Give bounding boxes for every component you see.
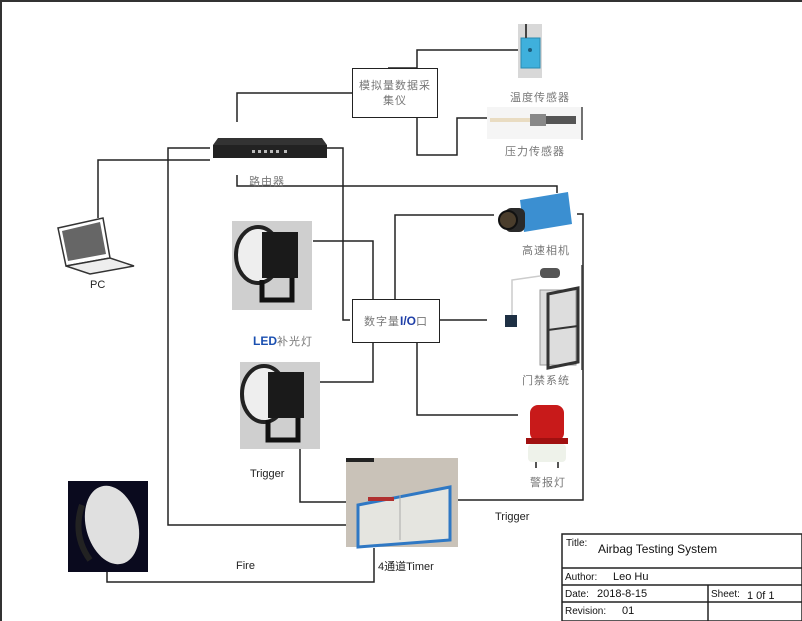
wire-router-timer xyxy=(167,147,346,526)
pc-label: PC xyxy=(90,279,106,291)
pressure-sensor-icon xyxy=(487,107,583,140)
title-block-revision-value: 01 xyxy=(622,605,635,617)
airbag-icon xyxy=(68,481,148,572)
timer-device-icon xyxy=(346,458,458,549)
temp-sensor-label: 温度传感器 xyxy=(510,91,570,104)
trigger-label-left: Trigger xyxy=(250,468,285,480)
wire-router-io xyxy=(327,147,350,321)
camera-label: 高速相机 xyxy=(522,244,570,257)
fire-label: Fire xyxy=(236,560,255,572)
access-control-label: 门禁系统 xyxy=(522,374,570,387)
title-block-frame xyxy=(561,533,802,621)
wire-io-led2 xyxy=(320,341,374,383)
alarm-light-label: 警报灯 xyxy=(530,476,566,489)
alarm-light-icon xyxy=(526,405,568,468)
wire-router-camera xyxy=(236,175,558,193)
wire-camera-timer xyxy=(458,213,584,501)
high-speed-camera-icon xyxy=(498,192,572,232)
wire-io-alarm xyxy=(416,341,518,416)
router-label: 路由器 xyxy=(249,175,285,188)
temp-sensor-icon xyxy=(518,24,542,78)
title-block-revision-label: Revision: xyxy=(565,606,607,617)
title-block-sheet-label: Sheet: xyxy=(711,589,740,600)
router-icon xyxy=(213,138,327,158)
wire-timer-airbag xyxy=(106,548,375,583)
io-label-io: I/O xyxy=(399,314,416,328)
timer-label-prefix: 4通道 xyxy=(378,561,407,573)
wire-led2-timer xyxy=(299,448,346,503)
led-label-suffix: 补光灯 xyxy=(277,335,313,348)
title-block-date-label: Date: xyxy=(565,589,589,600)
wire-led1-io xyxy=(313,240,374,299)
timer-label-suffix: Timer xyxy=(406,561,434,573)
pressure-sensor-label: 压力传感器 xyxy=(505,145,565,158)
title-block-author-value: Leo Hu xyxy=(613,571,649,583)
analog-daq-box: 模拟量数据采 集仪 xyxy=(352,68,438,118)
title-block-sheet-value: 1 0f 1 xyxy=(747,590,775,602)
led-light-label: LED补光灯 xyxy=(253,333,313,349)
led-light-icon xyxy=(232,221,312,310)
analog-daq-label-2: 集仪 xyxy=(383,94,407,107)
title-block-date-value: 2018-8-15 xyxy=(597,588,648,600)
io-label-prefix: 数字量 xyxy=(363,315,400,328)
wire-daq-temp xyxy=(388,49,518,69)
wire-daq-pressure xyxy=(416,117,487,156)
led-label-prefix: LED xyxy=(253,334,277,348)
trigger-label-right: Trigger xyxy=(495,511,530,523)
analog-daq-label-1: 模拟量数据采 xyxy=(359,79,431,92)
timer-label: 4通道Timer xyxy=(378,558,434,574)
wire-pc-router xyxy=(97,159,210,218)
title-block-author-label: Author: xyxy=(565,572,598,583)
laptop-icon xyxy=(57,217,135,275)
wire-router-daq xyxy=(236,92,352,122)
led-light-2-icon xyxy=(240,362,320,449)
title-block-title-label: Title: xyxy=(566,538,588,549)
io-label-suffix: 口 xyxy=(416,315,428,328)
wire-io-camera xyxy=(394,214,494,299)
access-control-icon xyxy=(505,265,583,370)
title-block-title-value: Airbag Testing System xyxy=(598,542,718,556)
